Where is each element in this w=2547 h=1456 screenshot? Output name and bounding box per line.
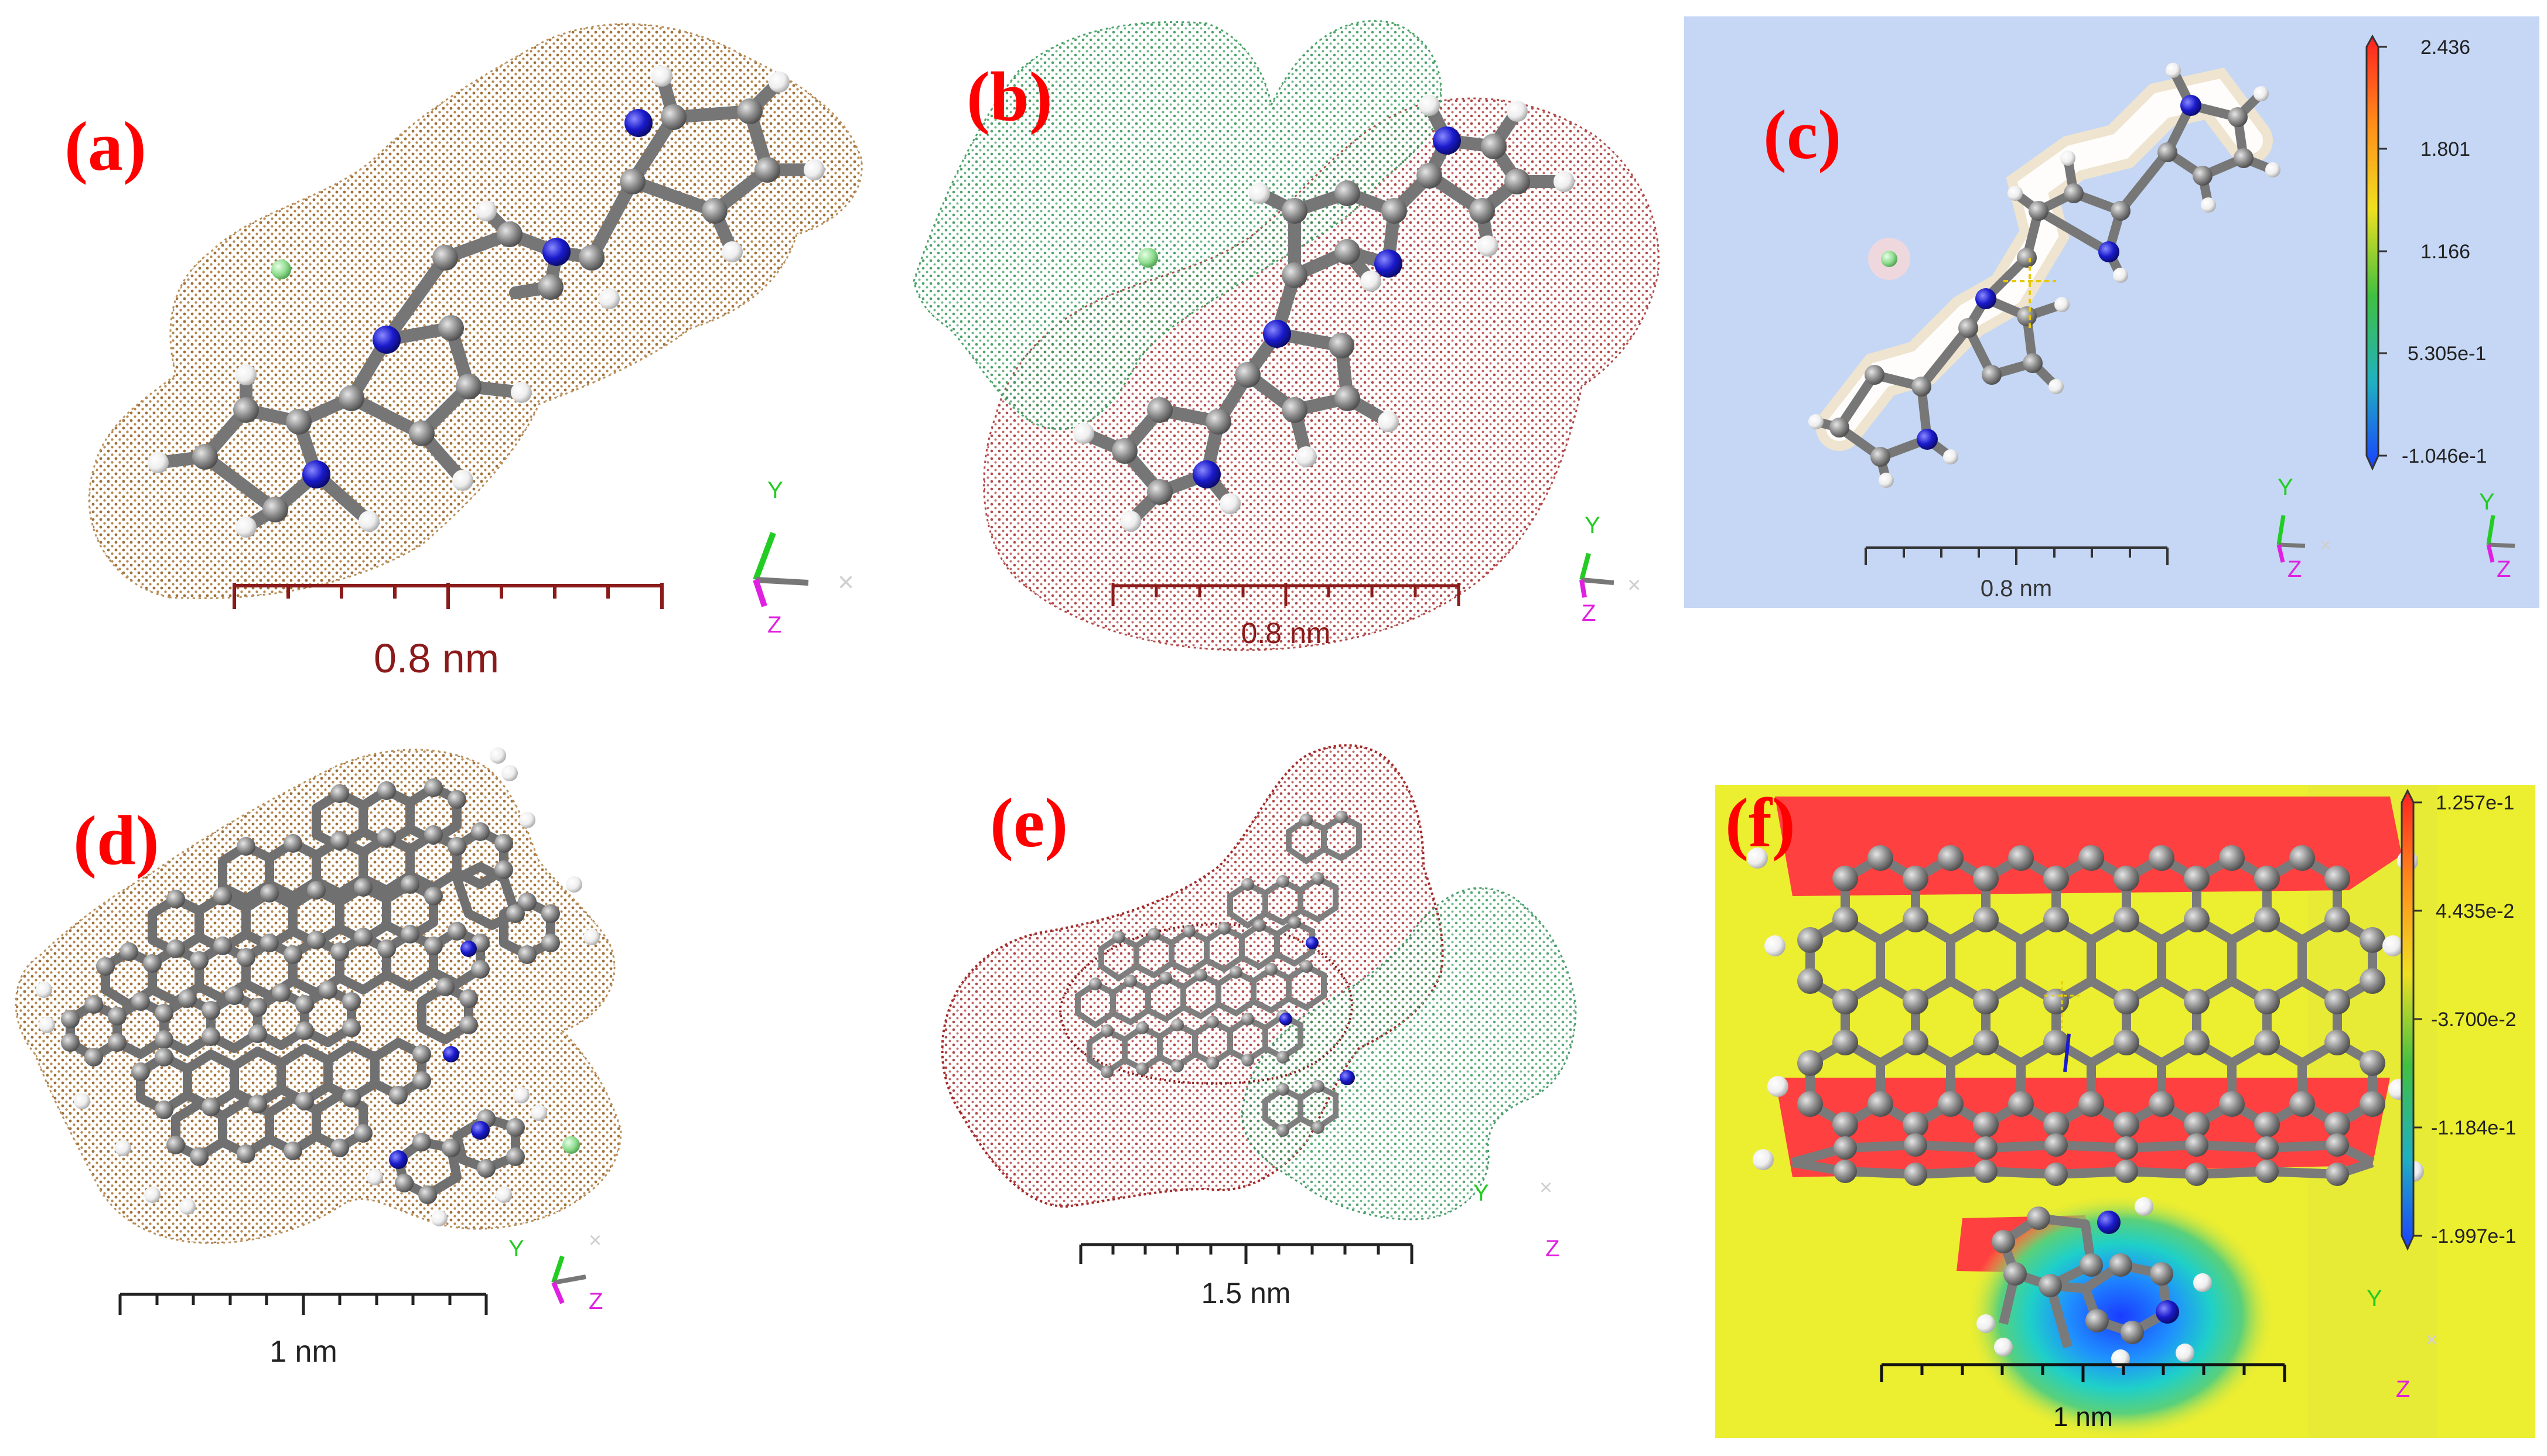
negative-surface-e <box>1241 887 1577 1221</box>
panel-f: (f) 1 nm Y Z × 1.257e <box>1715 784 2535 1438</box>
panel-d: (d) 1 nm Y Z × <box>15 747 622 1369</box>
molecule-b-atoms <box>1073 95 1575 532</box>
svg-text:Y: Y <box>767 477 783 503</box>
axis-letters-f: Y Z × <box>2367 1286 2438 1402</box>
nanotube-f-atoms <box>1797 845 2385 1344</box>
svg-text:Z: Z <box>2287 556 2302 582</box>
panel-label-f: (f) <box>1725 784 1795 862</box>
chlorine-atom-a <box>271 259 291 279</box>
svg-text:×: × <box>589 1228 602 1253</box>
colorbar-f: 1.257e-1 4.435e-2 -3.700e-2 -1.184e-1 -1… <box>2401 788 2517 1251</box>
esp-map-background-c <box>1684 16 2539 608</box>
scale-bar-a <box>233 583 664 609</box>
svg-text:Y: Y <box>508 1236 524 1262</box>
svg-text:Y: Y <box>1473 1180 1489 1206</box>
svg-text:×: × <box>1627 572 1641 598</box>
colorbar-f-tick-0: 1.257e-1 <box>2436 792 2514 814</box>
nanotube-d-heteroatoms <box>389 941 580 1169</box>
panel-a: (a) 0.8 nm Y Z × <box>64 23 863 681</box>
inner-contour-e <box>1059 923 1353 1085</box>
colorbar-c-tick-4: -1.046e-1 <box>2402 445 2487 467</box>
negative-surface-b <box>913 20 1442 430</box>
panel-label-e: (e) <box>990 784 1068 862</box>
colorbar-f-tick-4: -1.997e-1 <box>2431 1225 2517 1247</box>
svg-text:Z: Z <box>1545 1236 1559 1262</box>
svg-text:Z: Z <box>2497 556 2511 582</box>
svg-text:Y: Y <box>2367 1286 2382 1311</box>
panel-b: (b) 0.8 nm Y Z × <box>913 20 1660 651</box>
axis-triad-a: Y Z × <box>753 477 854 638</box>
colorbar-c-tick-3: 5.305e-1 <box>2408 343 2486 365</box>
colorbar-c-tick-1: 1.801 <box>2420 138 2470 160</box>
panel-c: (c) 0.8 nm Y Z × Y Z <box>1684 16 2539 608</box>
panel-e: (e) 1.5 nm Y Z × <box>941 744 1577 1310</box>
svg-text:×: × <box>1539 1175 1552 1200</box>
axis-triad-c2: Y Z <box>2479 489 2515 582</box>
chlorine-atom-c <box>1881 251 1897 267</box>
panel-label-d: (d) <box>73 801 159 879</box>
panel-label-b: (b) <box>967 57 1053 135</box>
svg-text:Y: Y <box>1585 512 1600 538</box>
molecule-c-atoms <box>1808 63 2280 488</box>
nanotube-e-atoms <box>1089 811 1348 1137</box>
nanotube-d-hydrogens <box>36 747 600 1226</box>
colorbar-f-tick-2: -3.700e-2 <box>2431 1009 2517 1031</box>
panel-label-a: (a) <box>64 107 146 185</box>
scale-text-c: 0.8 nm <box>1981 576 2052 601</box>
scale-text-f: 1 nm <box>2053 1402 2113 1432</box>
vdw-surface-a <box>88 23 863 600</box>
nanotube-f-heteroatoms <box>2097 1211 2179 1324</box>
svg-text:Y: Y <box>2278 474 2293 500</box>
nanotube-e-heteroatoms <box>1279 937 1355 1085</box>
svg-text:Z: Z <box>1582 600 1596 626</box>
svg-text:Z: Z <box>589 1288 603 1314</box>
axis-triad-c1: Y Z × <box>2276 474 2331 582</box>
svg-text:×: × <box>2320 534 2331 556</box>
scale-text-b: 0.8 nm <box>1241 617 1331 650</box>
scale-bar-b <box>1111 583 1460 606</box>
svg-text:Z: Z <box>767 612 781 638</box>
svg-text:Z: Z <box>2396 1376 2410 1402</box>
axis-triad-d: Y Z × <box>508 1228 603 1314</box>
scale-bar-f <box>1880 1363 2286 1382</box>
colorbar-c: 2.436 1.801 1.166 5.305e-1 -1.046e-1 <box>2365 34 2487 471</box>
scale-text-d: 1 nm <box>269 1335 337 1369</box>
scale-bar-e <box>1079 1243 1414 1264</box>
colorbar-f-tick-1: 4.435e-2 <box>2436 900 2514 922</box>
axis-triad-b: Y Z × <box>1579 512 1641 626</box>
scale-text-a: 0.8 nm <box>374 635 499 681</box>
colorbar-f-tick-3: -1.184e-1 <box>2431 1117 2517 1139</box>
colorbar-c-tick-2: 1.166 <box>2420 241 2470 263</box>
nanotube-d-atoms <box>61 778 560 1204</box>
colorbar-c-tick-0: 2.436 <box>2420 36 2470 59</box>
axis-letters-e: Y Z × <box>1473 1175 1559 1262</box>
scale-text-e: 1.5 nm <box>1201 1277 1291 1310</box>
panel-label-c: (c) <box>1763 95 1841 173</box>
scale-bar-c <box>1865 546 2169 565</box>
scale-bar-d <box>118 1293 488 1315</box>
svg-text:×: × <box>838 567 854 598</box>
chlorine-atom-b <box>1138 248 1158 268</box>
molecule-a-atoms <box>148 66 825 538</box>
svg-text:×: × <box>2425 1328 2438 1352</box>
svg-text:Y: Y <box>2479 489 2495 515</box>
